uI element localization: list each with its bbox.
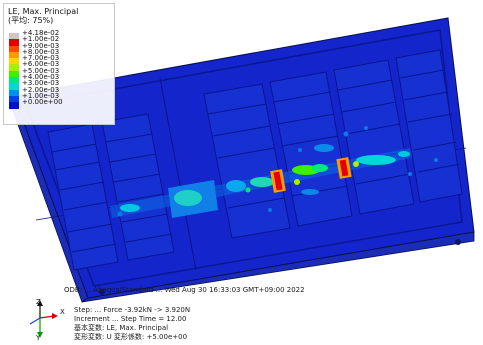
legend-label: +3.00e-03 (22, 79, 60, 88)
legend-label: +7.00e-03 (22, 54, 60, 63)
legend-label: +0.00e+00 (22, 98, 63, 107)
right-rib-group (203, 49, 463, 239)
legend-swatch (9, 51, 19, 59)
triad-z-label: Z (36, 298, 41, 306)
legend-swatch (9, 70, 19, 78)
triad-labels: Z X Y (24, 296, 65, 344)
legend-swatch (9, 45, 19, 52)
legend-label: +9.00e-03 (22, 41, 60, 50)
legend-swatch (9, 89, 19, 96)
triad-y-label: Y (36, 334, 41, 342)
triad-x-label: X (60, 308, 65, 316)
spot-markers (99, 126, 461, 295)
mesh-line (159, 77, 197, 271)
legend-title: LE, Max. Principal (8, 7, 79, 16)
legend-swatch (9, 39, 19, 46)
legend-swatch (9, 33, 19, 40)
legend-label: +5.00e-03 (22, 66, 60, 75)
orientation-triad (29, 300, 58, 338)
deformed-var-line: 変形変数: U 変形係数: +5.00e+00 (74, 333, 188, 341)
legend-swatch (9, 77, 19, 84)
odb-info-line: ODB: ... Abaqus/Standard ... Wed Aug 30 … (64, 286, 305, 294)
contour-legend: LE, Max. Principal (平均: 75%) +4.18e-02 +… (3, 3, 115, 125)
legend-label: +2.00e-03 (22, 85, 60, 94)
legend-color-scale (9, 33, 19, 109)
legend-swatch (9, 64, 19, 71)
legend-label: +4.00e-03 (22, 73, 60, 82)
legend-label: +8.00e-03 (22, 47, 60, 56)
increment-info-line: Increment ... Step Time = 12.00 (74, 315, 187, 323)
stress-band (110, 144, 412, 218)
primary-var-line: 基本変数: LE, Max. Principal (74, 324, 169, 332)
legend-label: +6.00e-03 (22, 60, 60, 69)
legend-label: +1.00e-02 (22, 35, 60, 44)
legend-swatch (9, 95, 19, 103)
legend-subtitle: (平均: 75%) (8, 16, 54, 25)
fe-model-plate (11, 17, 475, 303)
legend-swatch (9, 58, 19, 65)
legend-swatch (9, 83, 19, 90)
legend-label: +4.18e-02 (22, 29, 60, 37)
legend-swatch (9, 102, 19, 109)
legend-label: +1.00e-03 (22, 91, 60, 100)
step-info-line: Step: ... Force -3.92kN -> 3.920N (74, 306, 191, 314)
legend-labels: +4.18e-02 +1.00e-02 +9.00e-03 +8.00e-03 … (22, 29, 63, 107)
